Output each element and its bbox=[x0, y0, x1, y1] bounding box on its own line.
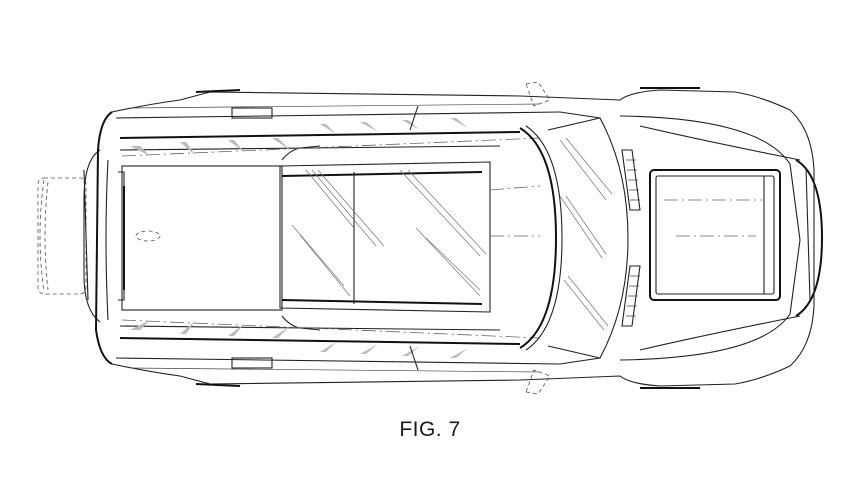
hood-vents bbox=[621, 149, 641, 327]
side-mirrors bbox=[525, 81, 551, 395]
rear-emblem bbox=[135, 230, 161, 242]
hood bbox=[619, 115, 801, 361]
wheel-arches bbox=[195, 87, 700, 389]
hood-scoop bbox=[649, 169, 781, 301]
windshield bbox=[519, 111, 629, 365]
tailgate bbox=[105, 159, 283, 321]
glass-shading bbox=[291, 169, 487, 297]
spare-tire bbox=[37, 177, 87, 295]
figure-caption: FIG. 7 bbox=[399, 418, 461, 441]
side-hatching bbox=[130, 105, 468, 371]
roof bbox=[121, 137, 541, 339]
body-outline bbox=[83, 89, 824, 387]
